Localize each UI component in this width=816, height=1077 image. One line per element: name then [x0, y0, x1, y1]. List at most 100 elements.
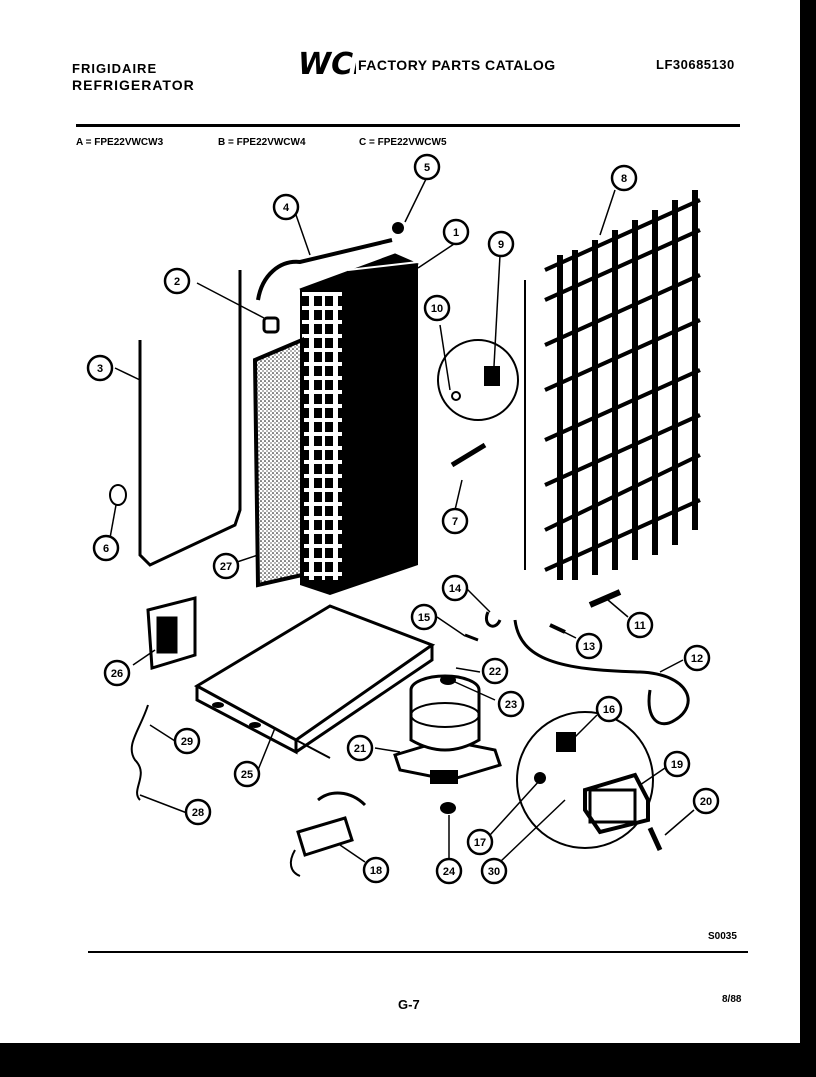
callout-11: 11 [626, 611, 654, 639]
callout-number: 27 [220, 561, 232, 573]
wire-harness [130, 704, 149, 801]
callout-number: 11 [634, 620, 646, 632]
clip-detail-circle [437, 339, 519, 421]
defrost-heater [138, 270, 242, 567]
screw [450, 442, 487, 468]
page-date: 8/88 [722, 994, 742, 1005]
callout-labels: 1234567891011121314151617181920212223242… [86, 153, 720, 885]
callout-12: 12 [683, 644, 711, 672]
insulation-pad [252, 336, 304, 588]
model-a: A = FPE22VWCW3 [76, 137, 164, 148]
callout-number: 10 [431, 303, 443, 315]
callout-24: 24 [435, 857, 463, 885]
callout-10: 10 [423, 294, 451, 322]
callout-number: 21 [354, 743, 366, 755]
callout-number: 13 [583, 641, 595, 653]
callout-number: 6 [103, 543, 109, 555]
callout-30: 30 [480, 857, 508, 885]
evaporator [299, 253, 419, 595]
callout-number: 30 [488, 866, 500, 878]
wci-logo-text: WCI [298, 47, 356, 80]
callout-9: 9 [487, 230, 515, 258]
callout-number: 23 [505, 699, 517, 711]
catalog-number: LF30685130 [656, 57, 735, 72]
compressor [393, 674, 502, 784]
callout-number: 19 [671, 759, 683, 771]
ring-20 [647, 826, 663, 852]
model-c: C = FPE22VWCW5 [359, 137, 447, 148]
callout-2: 2 [163, 267, 191, 295]
callout-number: 25 [241, 769, 253, 781]
callout-6: 6 [92, 534, 120, 562]
brand-name: FRIGIDAIRE [72, 61, 158, 76]
grommet-23 [440, 675, 456, 685]
callout-number: 3 [97, 363, 103, 375]
drier-11 [588, 589, 622, 608]
relay [583, 772, 650, 835]
callout-15: 15 [410, 603, 438, 631]
clip [109, 484, 127, 506]
relay-detail-circle [516, 711, 654, 849]
callout-14: 14 [441, 574, 469, 602]
callout-number: 15 [418, 612, 430, 624]
header-rule [76, 124, 740, 127]
catalog-title: FACTORY PARTS CATALOG [358, 57, 556, 73]
callout-number: 18 [370, 865, 382, 877]
callout-20: 20 [692, 787, 720, 815]
callout-29: 29 [173, 727, 201, 755]
capacitor [289, 791, 367, 877]
callout-18: 18 [362, 856, 390, 884]
callout-number: 17 [474, 837, 486, 849]
grommet-24 [440, 802, 456, 814]
callout-number: 14 [449, 583, 462, 595]
bracket [146, 596, 197, 670]
callout-8: 8 [610, 164, 638, 192]
callout-5: 5 [413, 153, 441, 181]
callout-number: 5 [424, 162, 430, 174]
condenser [544, 190, 701, 580]
terminal-16 [556, 732, 576, 752]
callout-4: 4 [272, 193, 300, 221]
callout-number: 9 [498, 239, 504, 251]
callout-number: 20 [700, 796, 712, 808]
callout-21: 21 [346, 734, 374, 762]
callout-number: 16 [603, 704, 615, 716]
bushing [262, 316, 280, 334]
callout-25: 25 [233, 760, 261, 788]
callout-number: 28 [192, 807, 204, 819]
product-type: REFRIGERATOR [72, 77, 195, 93]
grommet [392, 222, 404, 234]
callout-number: 4 [283, 202, 290, 214]
callout-number: 22 [489, 666, 501, 678]
callout-1: 1 [442, 218, 470, 246]
leader-lines [109, 176, 695, 863]
wci-logo: WCI [298, 47, 356, 80]
callout-28: 28 [184, 798, 212, 826]
process-tube [513, 619, 690, 726]
clamp-14 [485, 611, 502, 628]
callout-number: 24 [443, 866, 456, 878]
page-number: G-7 [398, 997, 420, 1012]
callout-number: 8 [621, 173, 627, 185]
screw-15 [464, 633, 479, 642]
callout-19: 19 [663, 750, 691, 778]
figure-id: S0035 [708, 931, 737, 942]
callout-number: 29 [181, 736, 193, 748]
callout-7: 7 [441, 507, 469, 535]
compressor-mounting-plate [193, 604, 436, 759]
callout-16: 16 [595, 695, 623, 723]
callout-26: 26 [103, 659, 131, 687]
callout-27: 27 [212, 552, 240, 580]
callout-number: 26 [111, 668, 123, 680]
callout-number: 2 [174, 276, 180, 288]
callout-3: 3 [86, 354, 114, 382]
callout-13: 13 [575, 632, 603, 660]
callout-number: 7 [452, 516, 458, 528]
callout-17: 17 [466, 828, 494, 856]
terminal-17 [534, 772, 546, 784]
suction-tube [256, 238, 393, 301]
callout-23: 23 [497, 690, 525, 718]
model-b: B = FPE22VWCW4 [218, 137, 306, 148]
